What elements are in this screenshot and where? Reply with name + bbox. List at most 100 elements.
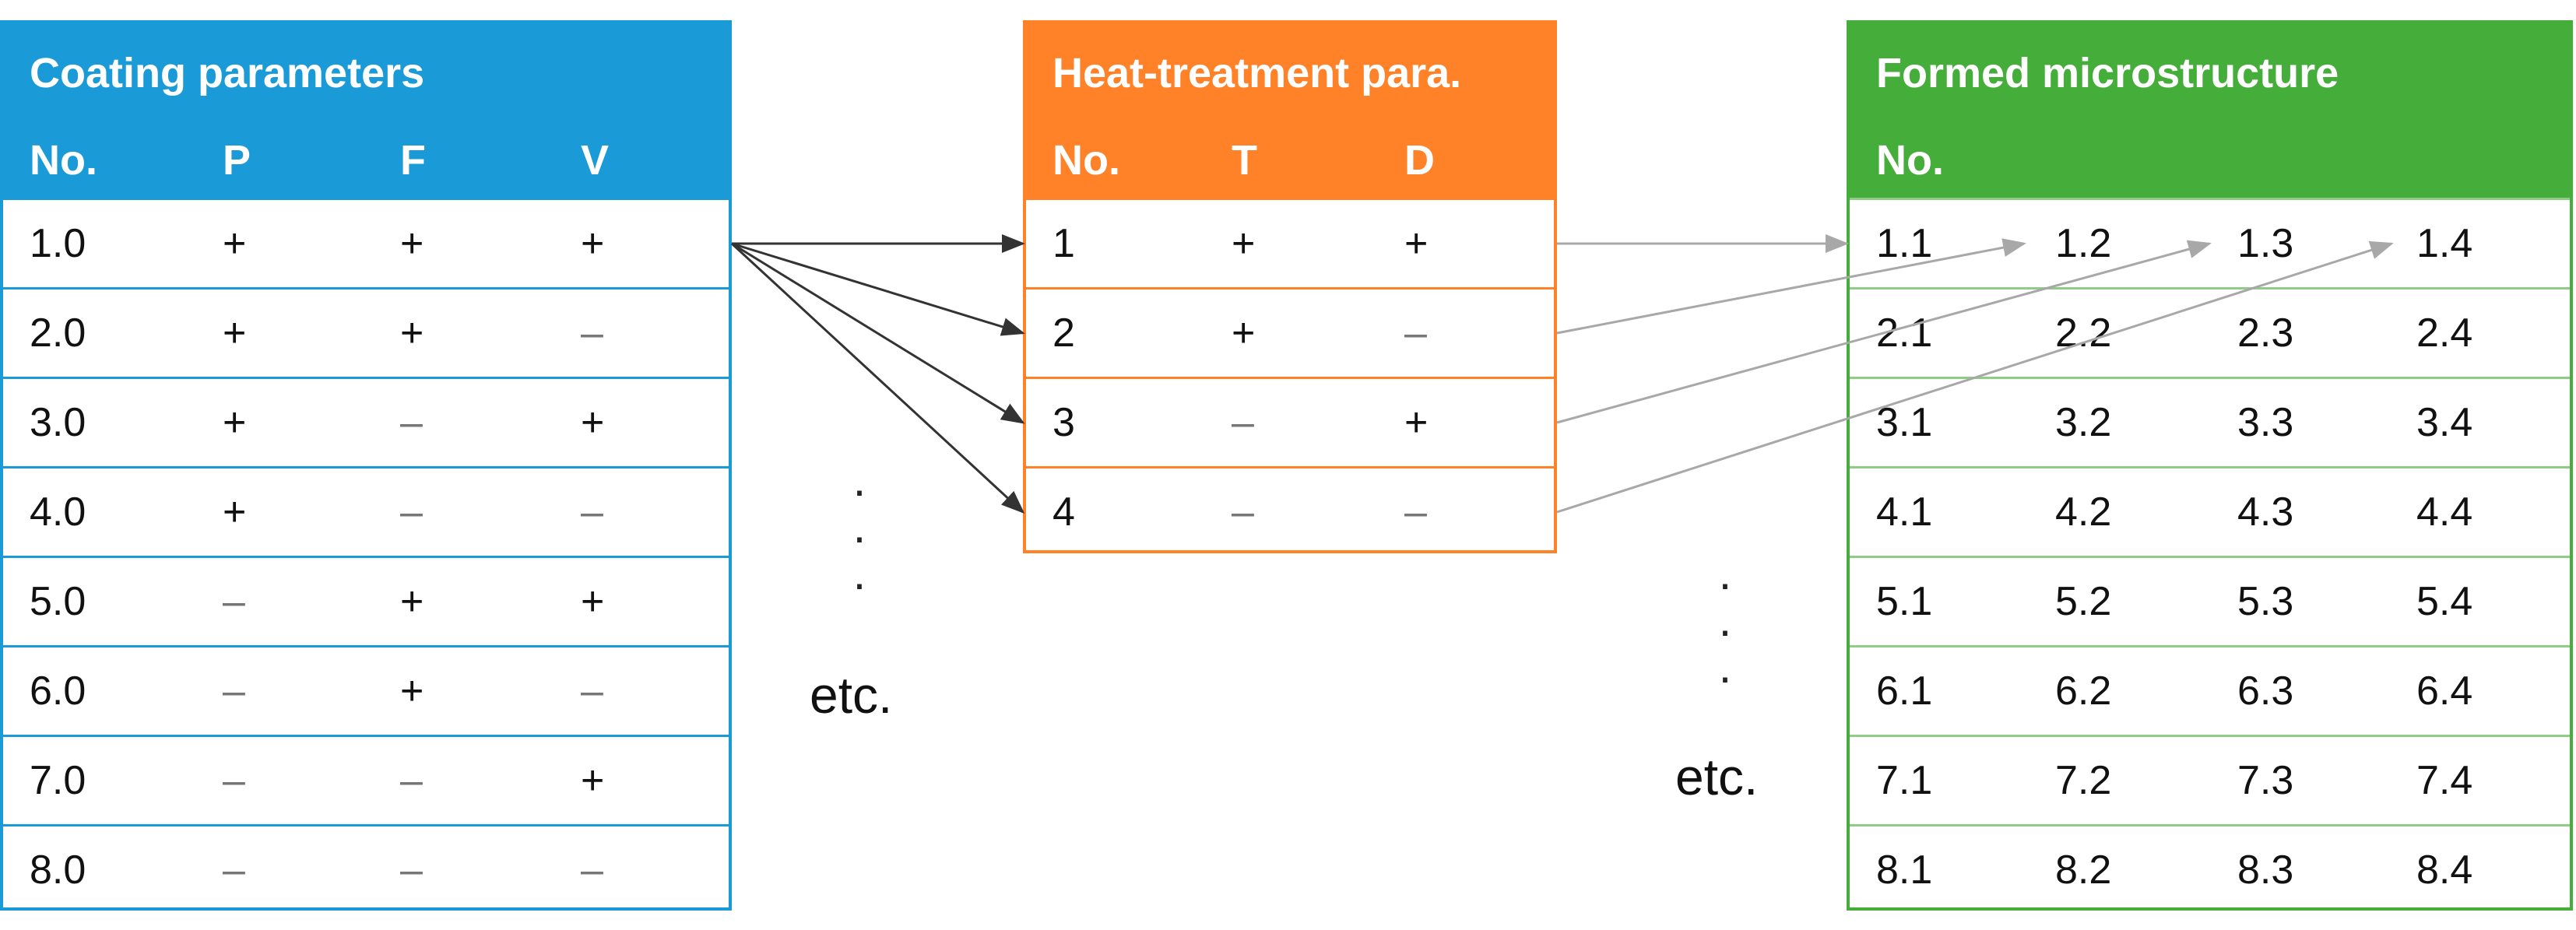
- heat-cell: 3: [1053, 400, 1075, 445]
- micro-cell: 7.3: [2237, 758, 2294, 803]
- coating-row: 8.0 – – –: [3, 824, 729, 914]
- micro-cell: 1.4: [2416, 221, 2473, 266]
- coating-cell: 5.0: [30, 579, 86, 624]
- coating-cell: +: [223, 400, 247, 445]
- coating-cell: +: [581, 758, 605, 803]
- ellipsis-dots-left: ···: [852, 464, 867, 609]
- micro-row: 8.1 8.2 8.3 8.4: [1850, 824, 2570, 914]
- micro-cell: 7.2: [2055, 758, 2112, 803]
- heat-col-t: T: [1232, 137, 1257, 184]
- coating-cell: +: [581, 579, 605, 624]
- heat-cell: +: [1232, 221, 1256, 266]
- heat-cell: 2: [1053, 311, 1075, 356]
- coating-cell: –: [223, 848, 245, 893]
- micro-cell: 3.3: [2237, 400, 2294, 445]
- coating-cell: 3.0: [30, 400, 86, 445]
- coating-cell: +: [400, 311, 424, 356]
- etc-label-left: etc.: [810, 666, 893, 724]
- coating-cell: –: [223, 579, 245, 624]
- coating-col-p: P: [223, 137, 251, 184]
- micro-header: Formed microstructure No.: [1850, 23, 2570, 198]
- coating-cell: –: [581, 848, 603, 893]
- coating-row: 1.0+++: [3, 198, 729, 287]
- coating-title: Coating parameters: [30, 50, 425, 97]
- heat-treatment-table: Heat-treatment para. No. T D 1++2+–3–+4–…: [1023, 20, 1557, 553]
- coating-cell: 2.0: [30, 311, 86, 356]
- micro-title: Formed microstructure: [1876, 50, 2339, 97]
- micro-row: 4.1 4.2 4.3 4.4: [1850, 466, 2570, 556]
- heat-cell: 4: [1053, 490, 1075, 535]
- coating-row: 7.0––+: [3, 735, 729, 824]
- heat-cell: +: [1404, 400, 1429, 445]
- coating-cell: +: [400, 669, 424, 714]
- coating-col-v: V: [581, 137, 610, 184]
- micro-row: 6.1 6.2 6.3 6.4: [1850, 645, 2570, 735]
- arrow-coating-to-heat-4: [730, 242, 1025, 514]
- micro-cell: 8.2: [2055, 848, 2112, 893]
- coating-cell: –: [223, 758, 245, 803]
- micro-row: 7.1 7.2 7.3 7.4: [1850, 735, 2570, 824]
- micro-cell: 4.4: [2416, 490, 2473, 535]
- coating-cell: –: [400, 848, 423, 893]
- heat-col-no: No.: [1053, 137, 1120, 184]
- micro-cell: 2.3: [2237, 311, 2294, 356]
- micro-cell: 6.3: [2237, 669, 2294, 714]
- micro-cell: 6.2: [2055, 669, 2112, 714]
- coating-col-no: No.: [30, 137, 97, 184]
- heat-row: 2+–: [1026, 287, 1554, 377]
- arrow-coating-to-heat-2: [731, 242, 1025, 336]
- micro-cell: 2.4: [2416, 311, 2473, 356]
- heat-header: Heat-treatment para. No. T D: [1026, 23, 1554, 198]
- heat-row: 3 – +: [1026, 377, 1554, 466]
- coating-row: 2.0++–: [3, 287, 729, 377]
- heat-row: 4––: [1026, 466, 1554, 556]
- micro-cell: 4.3: [2237, 490, 2294, 535]
- micro-cell: 7.4: [2416, 758, 2473, 803]
- coating-cell: –: [400, 758, 423, 803]
- micro-cell: 6.1: [1876, 669, 1933, 714]
- micro-cell: 7.1: [1876, 758, 1933, 803]
- heat-cell: +: [1232, 311, 1256, 356]
- micro-cell: 6.4: [2416, 669, 2473, 714]
- micro-cell: 8.1: [1876, 848, 1933, 893]
- arrow-coating-to-heat-3: [731, 242, 1025, 424]
- heat-cell: +: [1404, 221, 1429, 266]
- coating-cell: +: [581, 221, 605, 266]
- coating-cell: +: [223, 221, 247, 266]
- micro-cell: 8.4: [2416, 848, 2473, 893]
- coating-parameters-table: Coating parameters No. P F V 1.0 + + +2.0 + +…: [0, 20, 732, 911]
- coating-cell: +: [581, 400, 605, 445]
- coating-cell: –: [581, 490, 603, 535]
- heat-cell: –: [1232, 490, 1254, 535]
- coating-cell: –: [400, 400, 423, 445]
- coating-cell: 1.0: [30, 221, 86, 266]
- coating-cell: –: [400, 490, 423, 535]
- micro-cell: 5.1: [1876, 579, 1933, 624]
- heat-col-d: D: [1404, 137, 1435, 184]
- micro-col-no: No.: [1876, 137, 1944, 184]
- coating-col-f: F: [400, 137, 426, 184]
- micro-cell: 8.3: [2237, 848, 2294, 893]
- micro-cell: 5.4: [2416, 579, 2473, 624]
- heat-title: Heat-treatment para.: [1053, 50, 1462, 97]
- micro-cell: 1.3: [2237, 221, 2294, 266]
- coating-cell: +: [223, 490, 247, 535]
- coating-header: Coating parameters No. P F V: [3, 23, 729, 198]
- heat-cell: –: [1232, 400, 1254, 445]
- micro-cell: 4.1: [1876, 490, 1933, 535]
- arrow-heat2-to-micro-1-2: [1556, 238, 2026, 335]
- micro-cell: 4.2: [2055, 490, 2112, 535]
- coating-cell: 8.0: [30, 848, 86, 893]
- coating-cell: –: [223, 669, 245, 714]
- coating-row: 4.0+––: [3, 466, 729, 556]
- micro-cell: 5.2: [2055, 579, 2112, 624]
- coating-row: 6.0–+–: [3, 645, 729, 735]
- coating-row: 3.0 + – +: [3, 377, 729, 466]
- coating-cell: –: [581, 311, 603, 356]
- coating-row: 5.0–++: [3, 556, 729, 645]
